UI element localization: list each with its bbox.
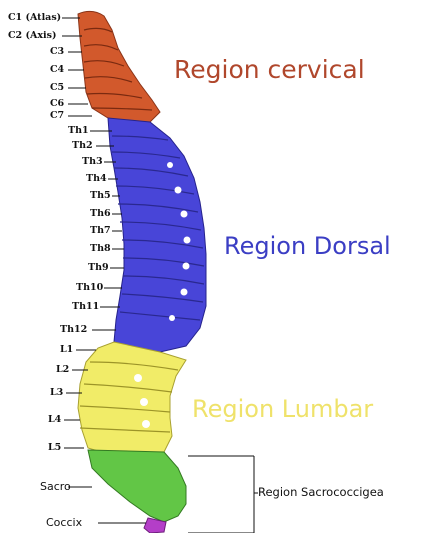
lumbar-body <box>78 342 186 456</box>
label-th10: Th10 <box>76 282 103 293</box>
cervical-segment <box>78 11 160 122</box>
label-c1: C1 (Atlas) <box>8 12 61 23</box>
thoracic-segment <box>108 118 206 352</box>
label-th6: Th6 <box>90 208 111 219</box>
label-l4: L4 <box>48 414 61 425</box>
label-sacro: Sacro <box>40 480 71 493</box>
label-l3: L3 <box>50 387 63 398</box>
label-th9: Th9 <box>88 262 109 273</box>
label-l2: L2 <box>56 364 69 375</box>
label-c3: C3 <box>50 46 64 57</box>
lumbar-segment <box>78 342 186 456</box>
label-th2: Th2 <box>72 140 93 151</box>
region-cervical-label: Region cervical <box>174 57 365 82</box>
label-coccix: Coccix <box>46 516 82 529</box>
label-c6: C6 <box>50 98 64 109</box>
label-th3: Th3 <box>82 156 103 167</box>
sacrum-bone <box>88 450 186 522</box>
label-th1: Th1 <box>68 125 89 136</box>
label-th8: Th8 <box>90 243 111 254</box>
label-th7: Th7 <box>90 225 111 236</box>
label-th11: Th11 <box>72 301 99 312</box>
thoracic-body <box>108 118 206 352</box>
region-sacrococcigea-label: Region Sacrococcigea <box>258 487 384 499</box>
label-c5: C5 <box>50 82 64 93</box>
label-th4: Th4 <box>86 173 107 184</box>
label-l5: L5 <box>48 442 61 453</box>
label-c7: C7 <box>50 110 64 121</box>
label-l1: L1 <box>60 344 73 355</box>
label-th5: Th5 <box>90 190 111 201</box>
label-th12: Th12 <box>60 324 87 335</box>
region-dorsal-label: Region Dorsal <box>224 234 391 258</box>
label-c4: C4 <box>50 64 64 75</box>
region-lumbar-label: Region Lumbar <box>192 397 373 421</box>
cervical-body <box>78 11 160 122</box>
label-c2: C2 (Axis) <box>8 30 56 41</box>
